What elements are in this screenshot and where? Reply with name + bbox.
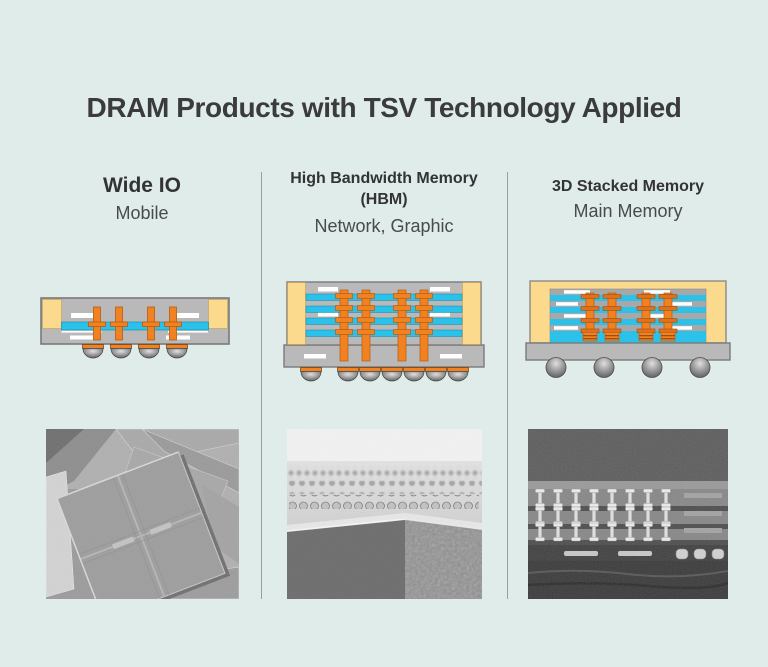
column-header-wide-io: Wide IO Mobile bbox=[22, 173, 262, 225]
column-divider-right bbox=[507, 172, 508, 599]
hbm-package-schematic bbox=[283, 281, 485, 382]
3d-stacked-package-schematic bbox=[525, 280, 731, 378]
3d-substrate bbox=[525, 342, 731, 361]
hbm-subtitle: Network, Graphic bbox=[314, 215, 454, 236]
wide-io-subtitle: Mobile bbox=[115, 203, 169, 224]
wide-io-photo bbox=[46, 429, 239, 599]
wide-io-dram-die bbox=[61, 321, 209, 333]
hbm-solder-balls bbox=[300, 367, 469, 382]
hbm-title-line1: High Bandwidth Memory bbox=[290, 170, 478, 187]
hbm-title-line2: (HBM) bbox=[360, 190, 408, 208]
page-title: DRAM Products with TSV Technology Applie… bbox=[86, 91, 682, 123]
column-divider-left bbox=[261, 172, 262, 599]
hbm-dram-die-stack bbox=[305, 293, 463, 337]
column-header-hbm: High Bandwidth Memory (HBM) Network, Gra… bbox=[264, 169, 504, 237]
wide-io-title: Wide IO bbox=[103, 174, 181, 197]
3d-stacked-subtitle: Main Memory bbox=[573, 201, 683, 221]
wide-io-solder-balls bbox=[82, 344, 188, 359]
hbm-photo bbox=[287, 429, 482, 599]
column-header-3d-stacked: 3D Stacked Memory Main Memory bbox=[508, 177, 748, 223]
3d-dram-die-stack bbox=[549, 288, 707, 344]
wide-io-package-body bbox=[40, 297, 230, 345]
wide-io-package-schematic bbox=[40, 297, 230, 359]
3d-stacked-photo bbox=[528, 429, 728, 599]
3d-stacked-title: 3D Stacked Memory bbox=[551, 178, 705, 195]
